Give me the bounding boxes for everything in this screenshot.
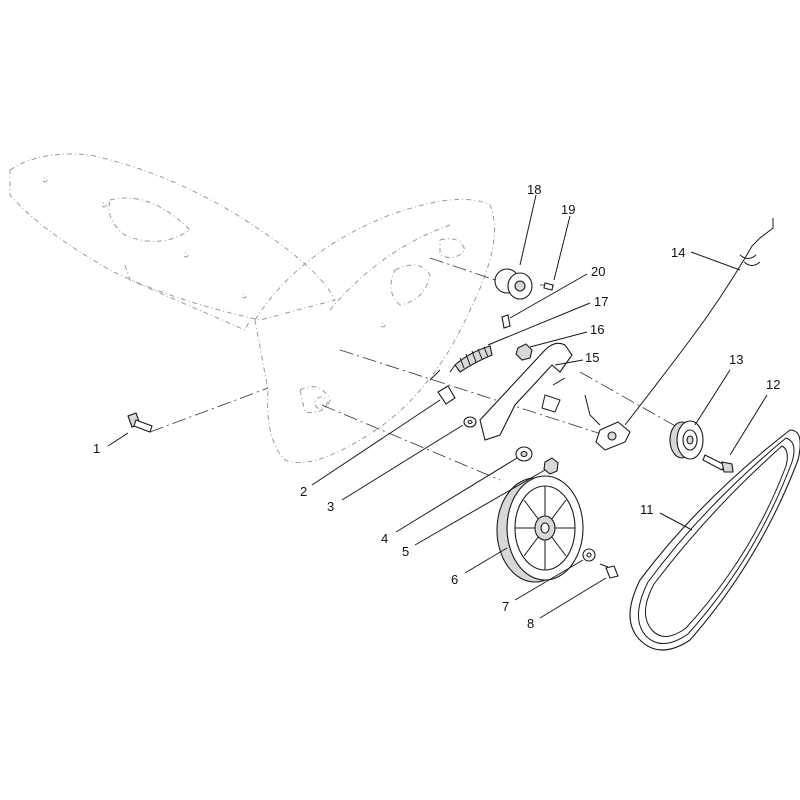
assembly-center-lines	[149, 257, 701, 481]
callout-17: 17	[594, 294, 608, 309]
part-8-bolt	[599, 563, 619, 579]
callout-15: 15	[585, 350, 599, 365]
part-1-bolt	[127, 412, 153, 433]
part-19-set-screw	[543, 282, 554, 291]
part-12-bolt	[702, 454, 734, 473]
callout-12: 12	[766, 377, 780, 392]
part-4-spacer	[515, 446, 533, 462]
part-2-bracket	[429, 369, 456, 405]
part-18-pulley-hub	[494, 268, 533, 300]
part-16-nut	[515, 343, 533, 361]
leader-lines	[107, 194, 768, 619]
part-15-idler-arm	[479, 342, 573, 441]
callout-7: 7	[502, 599, 509, 614]
callout-numbers: 1 2 3 4 5 6 7 8 11 12 13 14 15 16 17 20 …	[93, 182, 780, 631]
part-7-washer	[582, 548, 596, 562]
callout-18: 18	[527, 182, 541, 197]
callout-20: 20	[591, 264, 605, 279]
callout-16: 16	[590, 322, 604, 337]
callout-1: 1	[93, 441, 100, 456]
callout-5: 5	[402, 544, 409, 559]
part-5-nut	[543, 457, 559, 475]
callout-14: 14	[671, 245, 685, 260]
callout-11: 11	[640, 502, 654, 517]
part-11-v-belt	[629, 429, 800, 651]
part-14-control-cable	[584, 218, 774, 451]
callout-6: 6	[451, 572, 458, 587]
callout-3: 3	[327, 499, 334, 514]
part-6-drive-pulley	[496, 475, 584, 583]
part-13-idler-pulley	[669, 420, 704, 460]
callout-19: 19	[561, 202, 575, 217]
callout-8: 8	[527, 616, 534, 631]
callout-13: 13	[729, 352, 743, 367]
part-20-key	[501, 314, 511, 329]
callout-2: 2	[300, 484, 307, 499]
part-3-washer	[463, 416, 477, 428]
housing-ghost	[9, 153, 495, 463]
part-17-spring	[449, 345, 493, 373]
callout-4: 4	[381, 531, 388, 546]
